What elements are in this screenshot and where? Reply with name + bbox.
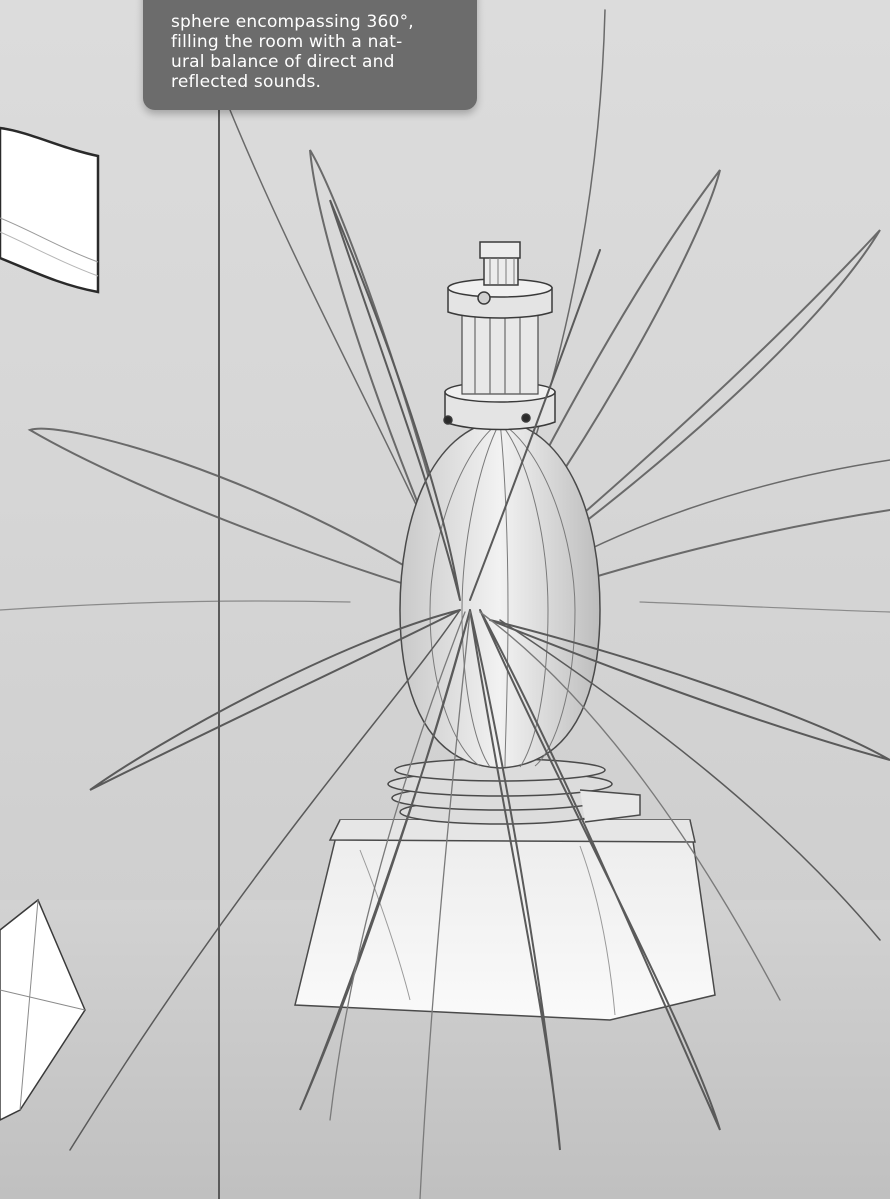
speaker-base <box>295 820 715 1020</box>
divider-line <box>218 100 220 1199</box>
caption-box: sphere encompassing 360°, filling the ro… <box>143 0 477 110</box>
speaker-plinth <box>388 759 640 824</box>
speaker-top-knob <box>480 242 520 285</box>
speaker-neck <box>462 312 538 394</box>
left-sketch-top <box>0 128 98 292</box>
caption-text: sphere encompassing 360°, filling the ro… <box>171 12 449 92</box>
